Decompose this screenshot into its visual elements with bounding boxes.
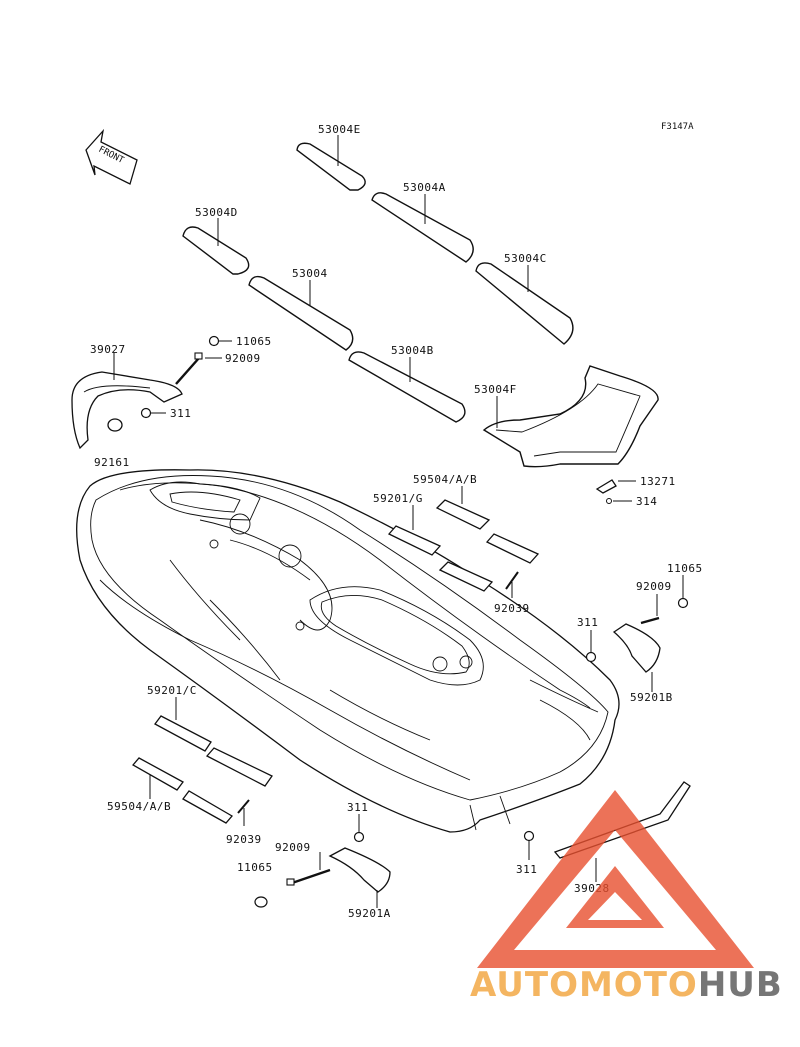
label-59201G: 59201/G [373,492,423,505]
part-92161 [107,418,123,432]
watermark-triangle-icon [477,790,754,968]
label-53004B: 53004B [391,344,434,357]
label-59504-bottom: 59504/A/B [107,800,171,813]
hull [76,469,620,833]
label-53004F: 53004F [474,383,517,396]
label-92039-bottom: 92039 [226,833,262,846]
nut-11065-bottom [254,896,268,908]
label-59504-top: 59504/A/B [413,473,477,486]
nut-11065-right [677,597,689,609]
label-311-rear: 311 [516,863,537,876]
pad-53004A [371,192,474,263]
nut-311-top [140,407,152,419]
part-39027 [71,371,183,450]
bolt-92009-right [640,616,660,625]
bolt-92009-top [175,352,203,385]
pad-53004D [182,226,250,275]
label-92009-bottom: 92009 [275,841,311,854]
strip-59504-top [435,499,491,530]
label-92009-top: 92009 [225,352,261,365]
label-53004C: 53004C [504,252,547,265]
label-11065-right: 11065 [667,562,703,575]
screw-314 [606,498,612,504]
label-11065-top: 11065 [236,335,272,348]
handle-59201B [612,623,661,673]
watermark-logo: AUTOMOTOHUB [470,790,783,1005]
nut-11065-top [208,335,220,347]
nut-311-rear [523,830,535,842]
nut-311-bottom [353,831,365,843]
label-92009-right: 92009 [636,580,672,593]
pad-53004E [296,142,366,191]
clip-13271 [595,479,617,494]
strip-59201G-2 [485,533,540,564]
label-39027: 39027 [90,343,126,356]
screw-92039-right [505,571,519,590]
label-13271: 13271 [640,475,676,488]
screw-92039-bottom [237,799,250,814]
diagram-code: F3147A [661,122,694,132]
label-311-top: 311 [170,407,191,420]
pad-53004B [348,351,466,423]
label-59201A: 59201A [348,907,391,920]
pad-53004F [482,365,659,468]
strip-59201C-2 [205,747,273,787]
nut-311-right [585,651,597,663]
strip-59201G-1 [387,525,442,556]
strip-59201C-1 [154,715,212,752]
label-311-right: 311 [577,616,598,629]
strip-59504-bottom-1 [131,757,184,791]
label-11065-bottom: 11065 [237,861,273,874]
label-53004E: 53004E [318,123,361,136]
label-311-bottom: 311 [347,801,368,814]
label-53004A: 53004A [403,181,446,194]
handle-59201A [328,847,391,893]
label-53004: 53004 [292,267,328,280]
strip-59201G-3 [438,561,494,592]
watermark-text-hub: HUB [698,965,783,1005]
pad-53004 [248,275,354,351]
svg-text:AUTOMOTOHUB: AUTOMOTOHUB [470,965,783,1005]
label-92039-right: 92039 [494,602,530,615]
watermark-text-automoto: AUTOMOTO [470,965,698,1005]
label-53004D: 53004D [195,206,238,219]
label-92161: 92161 [94,456,130,469]
label-59201C: 59201/C [147,684,197,697]
strip-59504-bottom-2 [182,790,234,824]
front-arrow-icon: FRONT [85,128,138,185]
label-59201B: 59201B [630,691,673,704]
pad-53004C [475,262,574,345]
bolt-92009-bottom [286,868,331,886]
label-314: 314 [636,495,657,508]
